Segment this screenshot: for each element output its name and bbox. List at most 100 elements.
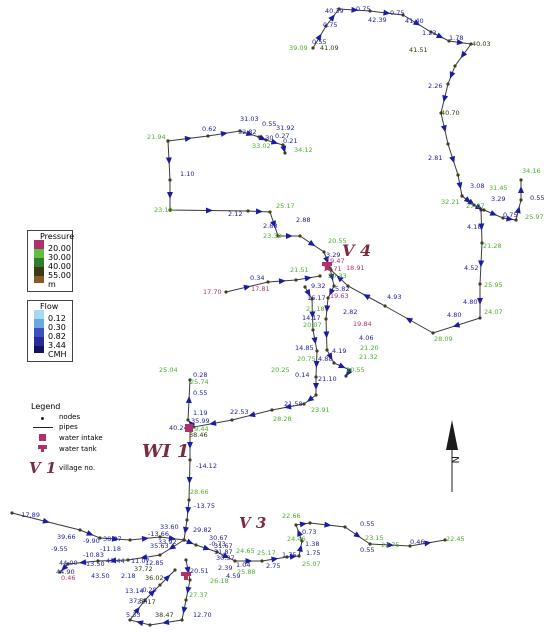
network-node [308, 521, 312, 525]
flow-arrow-icon [136, 620, 144, 627]
pressure-legend-swatch [34, 267, 44, 276]
flow-label: 1.04 [236, 561, 250, 569]
legend-item-village: village no. [59, 464, 96, 472]
network-node [324, 317, 328, 321]
flow-label: 42.39 [368, 16, 387, 24]
flow-label: 4.80 [447, 311, 461, 319]
legend-item-water-intake: water intake [59, 434, 103, 442]
pressure-label: 37.72 [134, 565, 153, 573]
network-node [238, 129, 242, 133]
pressure-label: 21.18 [306, 305, 325, 313]
flow-arrow-icon [271, 556, 279, 563]
flow-arrow-icon [61, 563, 69, 571]
network-node [182, 538, 186, 542]
network-node [446, 142, 450, 146]
pressure-legend-swatch [34, 240, 44, 249]
flow-arrow-icon [456, 39, 464, 46]
network-node [519, 198, 523, 202]
network-node [456, 173, 460, 177]
flow-label: -10.83 [83, 551, 104, 559]
network-node [188, 458, 192, 462]
pressure-label: 25.07 [302, 560, 321, 568]
network-node [298, 234, 302, 238]
network-node [310, 297, 314, 301]
network-node [168, 178, 172, 182]
flow-arrow-icon [315, 33, 322, 42]
network-nodes [10, 7, 523, 627]
flow-arrow-icon [326, 352, 333, 361]
flow-arrows [42, 6, 524, 627]
flow-label: 9.32 [311, 282, 325, 290]
network-node [185, 518, 189, 522]
pressure-label: 28.09 [434, 335, 453, 343]
label-wi1: WI 1 [142, 441, 190, 462]
flow-arrow-icon [323, 256, 329, 264]
flow-label: 4.52 [464, 264, 478, 272]
flow-label: 21.58 [284, 400, 303, 408]
pressure-label: 18.91 [346, 264, 365, 272]
flow-label: 31.87 [214, 548, 233, 556]
network-node [294, 278, 298, 282]
pressure-label: 22.75 [381, 541, 400, 549]
flow-label: -14.12 [196, 462, 217, 470]
network-node [187, 498, 191, 502]
flow-label: 35.63 [150, 542, 169, 550]
pressure-label: 25.74 [190, 378, 209, 386]
flow-arrow-icon [449, 155, 455, 164]
flow-label: 0.21 [283, 137, 297, 145]
flow-arrow-icon [478, 260, 485, 268]
flow-arrow-icon [329, 287, 336, 296]
flow-label: -0.73 [209, 540, 226, 548]
pipe-icon [33, 427, 53, 428]
flow-arrow-icon [489, 210, 498, 216]
pressure-label: 29.44 [190, 425, 209, 433]
flow-label: 16.17 [307, 294, 326, 302]
network-node [482, 208, 486, 212]
pressure-label: 24.46 [287, 535, 306, 543]
flow-label: 0.55 [312, 38, 326, 46]
flow-arrow-icon [186, 538, 194, 545]
legend-item-pipes: pipes [59, 423, 78, 431]
pressure-label: 25.04 [159, 366, 178, 374]
flow-label: -0.28 [140, 586, 157, 594]
flow-legend-swatch [34, 319, 44, 328]
network-node [383, 304, 387, 308]
flow-label: 20.51 [190, 567, 209, 575]
flow-label: -13.66 [148, 530, 169, 538]
flow-label: 22.53 [230, 408, 249, 416]
flow-label: 37.54 [129, 597, 148, 605]
flow-legend-value: 0.12 [48, 314, 66, 323]
legend-village-key: V 1 [29, 459, 57, 477]
pipe-west-trunk [167, 140, 351, 377]
network-node [180, 618, 184, 622]
flow-arrow-icon [435, 32, 444, 39]
flow-arrow-icon [111, 535, 119, 542]
network-node [332, 284, 336, 288]
flow-arrow-icon [165, 157, 172, 165]
symbol-legend: Legend nodes pipes water intake water ta… [27, 402, 137, 482]
network-node [453, 64, 457, 68]
flow-label: 4.18 [467, 223, 481, 231]
flow-label: 1.78 [449, 34, 463, 42]
network-node [325, 348, 329, 352]
pressure-label: 34.12 [294, 146, 313, 154]
flow-label: 3.29 [491, 195, 505, 203]
flow-arrow-icon [328, 14, 335, 22]
network-node [328, 266, 332, 270]
flow-arrow-icon [383, 9, 391, 16]
network-node [158, 553, 162, 557]
flow-label: 1.19 [193, 409, 207, 417]
flow-arrow-icon [186, 476, 193, 484]
network-node [332, 361, 336, 365]
pressure-label: 27.37 [189, 591, 208, 599]
network-node [314, 375, 318, 379]
flow-arrow-icon [362, 294, 371, 301]
flow-arrow-icon [245, 130, 254, 136]
network-node [460, 194, 464, 198]
flow-label: 11.07 [131, 557, 150, 565]
flow-label: 4.88 [318, 355, 332, 363]
flow-label: 2.39 [218, 564, 232, 572]
pressure-label: 32.21 [441, 198, 460, 206]
network-node [143, 598, 147, 602]
